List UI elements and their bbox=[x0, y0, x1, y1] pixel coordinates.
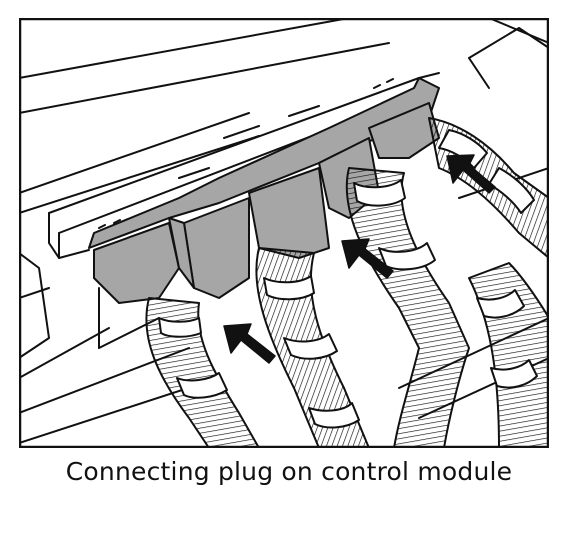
figure-frame bbox=[19, 18, 549, 448]
wiring-harness bbox=[145, 117, 549, 448]
illustration-connecting-plug bbox=[19, 18, 549, 448]
arrow-icon bbox=[341, 238, 394, 279]
arrows bbox=[223, 154, 496, 364]
arrow-icon bbox=[223, 323, 276, 364]
connector-plugs bbox=[88, 77, 440, 304]
arrow-icon bbox=[446, 154, 496, 194]
figure-caption: Connecting plug on control module bbox=[65, 457, 513, 486]
